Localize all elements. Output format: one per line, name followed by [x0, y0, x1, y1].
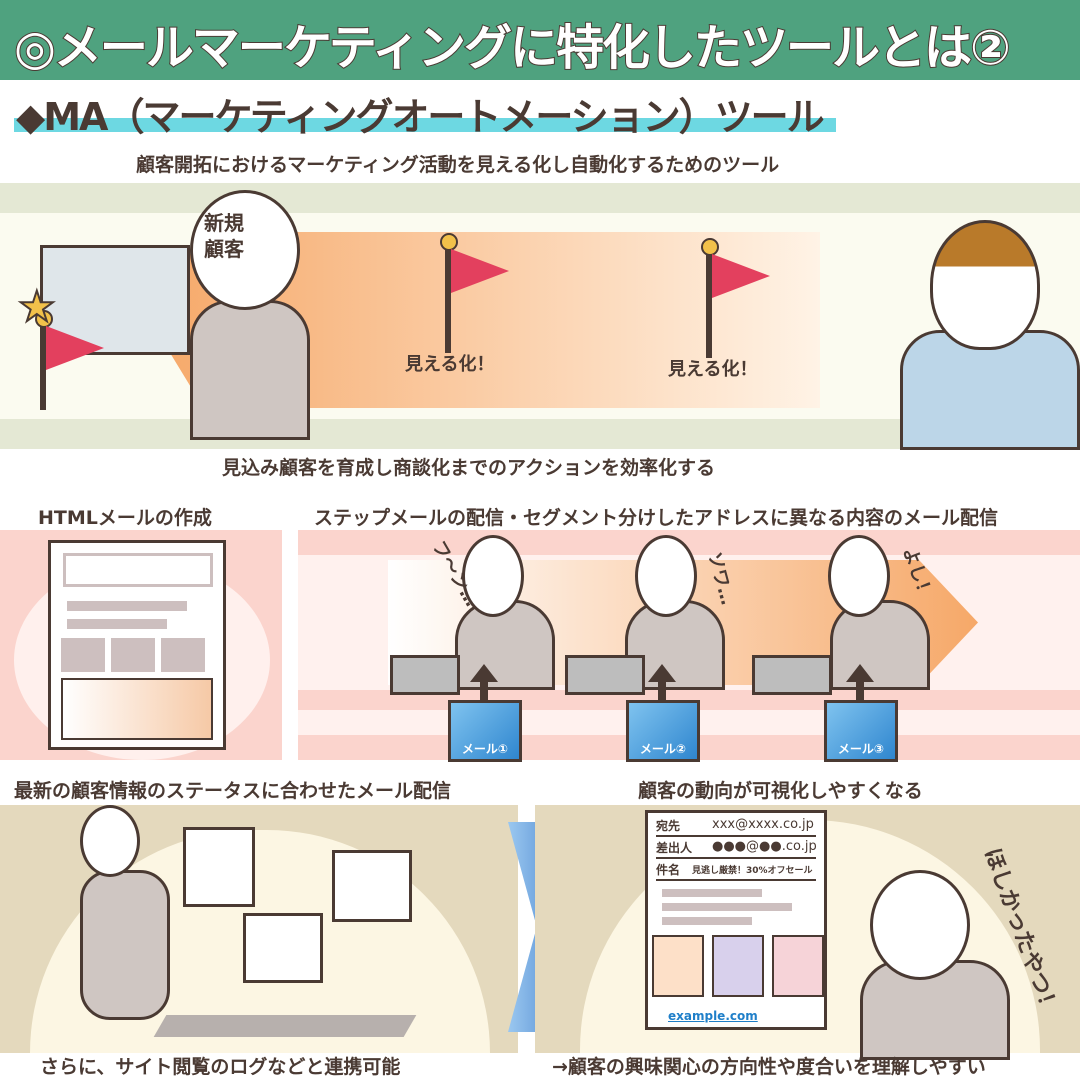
flag-label-2: 見える化！	[668, 359, 758, 380]
page-title: ◎メールマーケティングに特化したツールとは②	[13, 19, 1012, 77]
from-value: ●●●@●●.co.jp	[712, 839, 817, 854]
step-mail-title: ステップメールの配信・セグメント分けしたアドレスに異なる内容のメール配信	[314, 507, 999, 529]
subject-label: 件名	[656, 863, 681, 877]
star-icon: ★	[17, 281, 57, 332]
status-mail-caption: さらに、サイト閲覧のログなどと連携可能	[40, 1056, 401, 1078]
recipient-head-1	[462, 535, 524, 617]
mail-1-label: メール①	[461, 742, 509, 756]
pc-3	[752, 655, 832, 695]
recipient-head-2	[635, 535, 697, 617]
web-page-board	[243, 913, 323, 983]
flag-icon	[440, 233, 509, 353]
example-link[interactable]: example.com	[668, 1009, 758, 1023]
flag-icon	[701, 238, 770, 358]
marketer-figure	[900, 330, 1080, 450]
shadow	[153, 1015, 417, 1037]
happy-customer-head	[870, 870, 970, 980]
to-label: 宛先	[656, 819, 681, 833]
flag-label-1: 見える化！	[405, 354, 495, 375]
section1-caption-top: 顧客開拓におけるマーケティング活動を見える化し自動化するためのツール	[136, 154, 780, 176]
html-mail-mockup	[48, 540, 226, 750]
html-mail-title: HTMLメールの作成	[38, 507, 212, 529]
pc-1	[390, 655, 460, 695]
to-value: xxx@xxxx.co.jp	[712, 817, 814, 832]
customer-head	[190, 190, 300, 310]
mail-3-label: メール③	[837, 742, 885, 756]
mail-1-envelope-icon: メール①	[448, 700, 522, 762]
product-top	[772, 935, 824, 997]
web-page-board	[332, 850, 412, 922]
subject-value: 見逃し厳禁！30%オフセール	[692, 866, 813, 876]
web-page-board	[183, 827, 255, 907]
header-banner: ◎メールマーケティングに特化したツールとは②	[0, 0, 1080, 80]
from-label: 差出人	[656, 841, 693, 855]
customer-figure	[190, 300, 310, 440]
subheading-underline	[14, 118, 836, 132]
email-mockup: 宛先 xxx@xxxx.co.jp 差出人 ●●●@●●.co.jp 件名 見逃…	[645, 810, 827, 1030]
walking-person-head	[80, 805, 140, 877]
recipient-figure-3	[830, 600, 930, 690]
status-mail-title: 最新の顧客情報のステータスに合わせたメール配信	[14, 780, 452, 802]
marketer-head	[930, 220, 1040, 350]
recipient-head-3	[828, 535, 890, 617]
pc-2	[565, 655, 645, 695]
visualize-caption: →顧客の興味関心の方向性や度合いを理解しやすい	[552, 1056, 986, 1078]
visualize-title: 顧客の動向が可視化しやすくなる	[638, 780, 923, 802]
section1-caption-bottom: 見込み顧客を育成し商談化までのアクションを効率化する	[222, 457, 716, 479]
star-flag-icon	[35, 310, 104, 410]
product-tshirt	[652, 935, 704, 997]
mail-2-label: メール②	[639, 742, 687, 756]
mail-2-envelope-icon: メール②	[626, 700, 700, 762]
mail-3-envelope-icon: メール③	[824, 700, 898, 762]
product-jacket	[712, 935, 764, 997]
subheading: ◆MA（マーケティングオートメーション）ツール	[16, 95, 825, 139]
walking-person	[80, 870, 170, 1020]
new-customer-speech: 新規 顧客	[204, 211, 244, 261]
